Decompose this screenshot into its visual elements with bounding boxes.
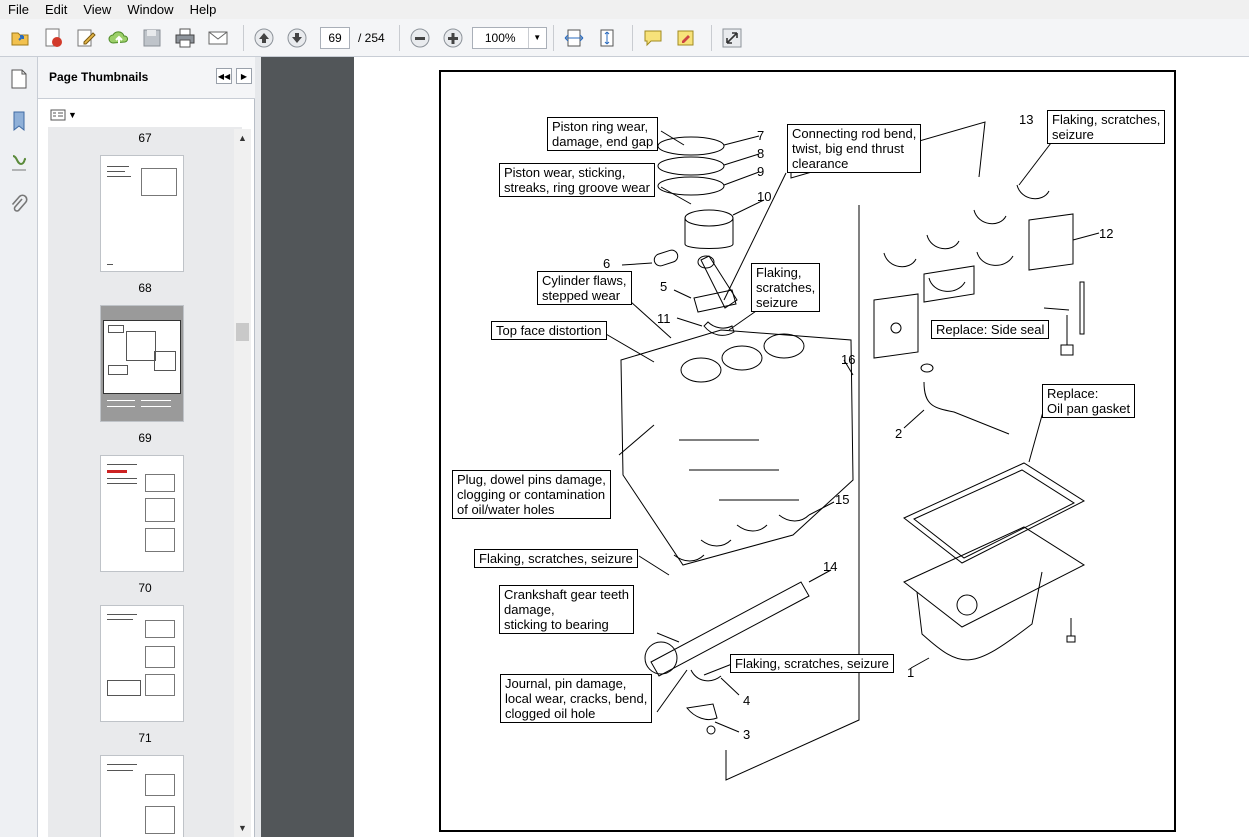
engine-parts-diagram — [598, 121, 1100, 781]
thumbnails-header: Page Thumbnails ◀◀ ▶ — [38, 57, 255, 99]
page-number-input[interactable]: 69 — [320, 26, 350, 49]
toolbar-separator — [710, 24, 712, 51]
thumbnail-page-label: 71 — [138, 731, 152, 745]
callout-journal: Journal, pin damage,local wear, cracks, … — [500, 674, 653, 723]
next-page-icon[interactable] — [283, 24, 311, 52]
part-number: 13 — [1019, 112, 1034, 127]
callout-piston-ring: Piston ring wear,damage, end gap — [547, 117, 659, 151]
part-number: 11 — [657, 311, 671, 326]
toolbar-separator — [631, 24, 633, 51]
menu-edit[interactable]: Edit — [44, 2, 68, 17]
menu-help[interactable]: Help — [189, 2, 217, 17]
thumbnail-page[interactable] — [100, 155, 184, 272]
part-number: 14 — [823, 559, 838, 574]
part-number: 1 — [907, 665, 915, 680]
chevron-down-icon: ▼ — [68, 110, 77, 120]
part-number: 16 — [841, 352, 856, 367]
upload-icon[interactable] — [105, 24, 133, 52]
navigation-pane-strip — [0, 57, 38, 837]
zoom-in-icon[interactable] — [439, 24, 467, 52]
fullscreen-icon[interactable] — [718, 24, 746, 52]
part-number: 8 — [757, 146, 765, 161]
page-total: / 254 — [358, 30, 385, 45]
thumbnails-list[interactable]: 67 68 69 70 — [48, 127, 242, 837]
thumbnail-options-button[interactable]: ▼ — [50, 107, 78, 123]
page-thumbnails-icon[interactable] — [7, 67, 31, 91]
part-number: 9 — [757, 164, 765, 179]
part-number: 2 — [895, 426, 903, 441]
scrollbar-thumb[interactable] — [236, 323, 249, 341]
part-number: 15 — [835, 492, 850, 507]
zoom-value: 100% — [484, 30, 516, 45]
create-pdf-icon[interactable] — [39, 24, 67, 52]
edit-icon[interactable] — [72, 24, 100, 52]
collapse-panel-icon[interactable]: ◀◀ — [216, 68, 232, 84]
signatures-icon[interactable] — [7, 151, 31, 175]
callout-thrust-bearing: Flaking, scratches, seizure — [730, 654, 894, 673]
part-number: 3 — [743, 727, 751, 742]
part-number: 10 — [757, 189, 772, 204]
open-icon[interactable] — [6, 24, 34, 52]
thumbnails-scrollbar[interactable]: ▲ ▼ — [234, 129, 251, 837]
callout-oil-pan-gasket: Replace:Oil pan gasket — [1042, 384, 1136, 418]
callout-side-seal: Replace: Side seal — [931, 320, 1050, 339]
chevron-down-icon[interactable]: ▼ — [527, 27, 546, 48]
highlight-icon[interactable] — [672, 24, 700, 52]
part-number: 7 — [757, 128, 765, 143]
toolbar-separator — [243, 24, 244, 51]
print-icon[interactable] — [171, 24, 199, 52]
zoom-out-icon[interactable] — [406, 24, 434, 52]
thumbnail-page[interactable] — [100, 755, 184, 837]
zoom-select[interactable]: 100% ▼ — [471, 26, 547, 49]
attachments-icon[interactable] — [7, 193, 31, 217]
callout-conrod-bearing: Flaking,scratches,seizure — [751, 263, 821, 312]
previous-page-icon[interactable] — [250, 24, 278, 52]
email-icon[interactable] — [204, 24, 232, 52]
thumbnail-page-label: 69 — [138, 431, 152, 445]
scroll-up-icon[interactable]: ▲ — [238, 132, 247, 143]
panel-splitter[interactable] — [255, 57, 261, 837]
scroll-down-icon[interactable]: ▼ — [238, 822, 247, 833]
callout-top-face: Top face distortion — [491, 321, 607, 340]
menu-window[interactable]: Window — [127, 2, 174, 17]
toolbar-separator — [398, 24, 400, 51]
save-icon[interactable] — [138, 24, 166, 52]
thumbnail-page-selected[interactable] — [100, 305, 184, 422]
part-number: 5 — [660, 279, 668, 294]
bookmarks-icon[interactable] — [7, 109, 31, 133]
fit-page-icon[interactable] — [593, 24, 621, 52]
part-number: 4 — [743, 693, 751, 708]
menu-view[interactable]: View — [83, 2, 112, 17]
callout-main-bearing: Flaking, scratches, seizure — [474, 549, 638, 568]
part-number: 6 — [603, 256, 611, 271]
callout-plug: Plug, dowel pins damage,clogging or cont… — [452, 470, 611, 519]
callout-connecting-rod: Connecting rod bend,twist, big end thrus… — [787, 124, 922, 173]
menu-file[interactable]: File — [8, 2, 29, 17]
toolbar-separator — [552, 24, 554, 51]
comment-icon[interactable] — [639, 24, 667, 52]
thumbnail-page[interactable] — [100, 455, 184, 572]
thumbnails-title: Page Thumbnails — [49, 70, 149, 84]
callout-piston: Piston wear, sticking,streaks, ring groo… — [499, 163, 655, 197]
expand-panel-icon[interactable]: ▶ — [236, 68, 252, 84]
thumbnail-page-label: 70 — [138, 581, 152, 595]
thumbnails-panel: Page Thumbnails ◀◀ ▶ ▼ 67 68 69 — [38, 57, 255, 837]
callout-bearing-13: Flaking, scratches,seizure — [1047, 110, 1166, 144]
fit-width-icon[interactable] — [560, 24, 588, 52]
thumbnail-page[interactable] — [100, 605, 184, 722]
menu-bar: File Edit View Window Help — [0, 0, 1249, 19]
thumbnail-page-label: 67 — [138, 131, 152, 145]
toolbar: 69 / 254 100% ▼ — [0, 19, 1249, 57]
thumbnail-page-label: 68 — [138, 281, 152, 295]
part-number: 12 — [1099, 226, 1114, 241]
callout-cylinder: Cylinder flaws,stepped wear — [537, 271, 632, 305]
